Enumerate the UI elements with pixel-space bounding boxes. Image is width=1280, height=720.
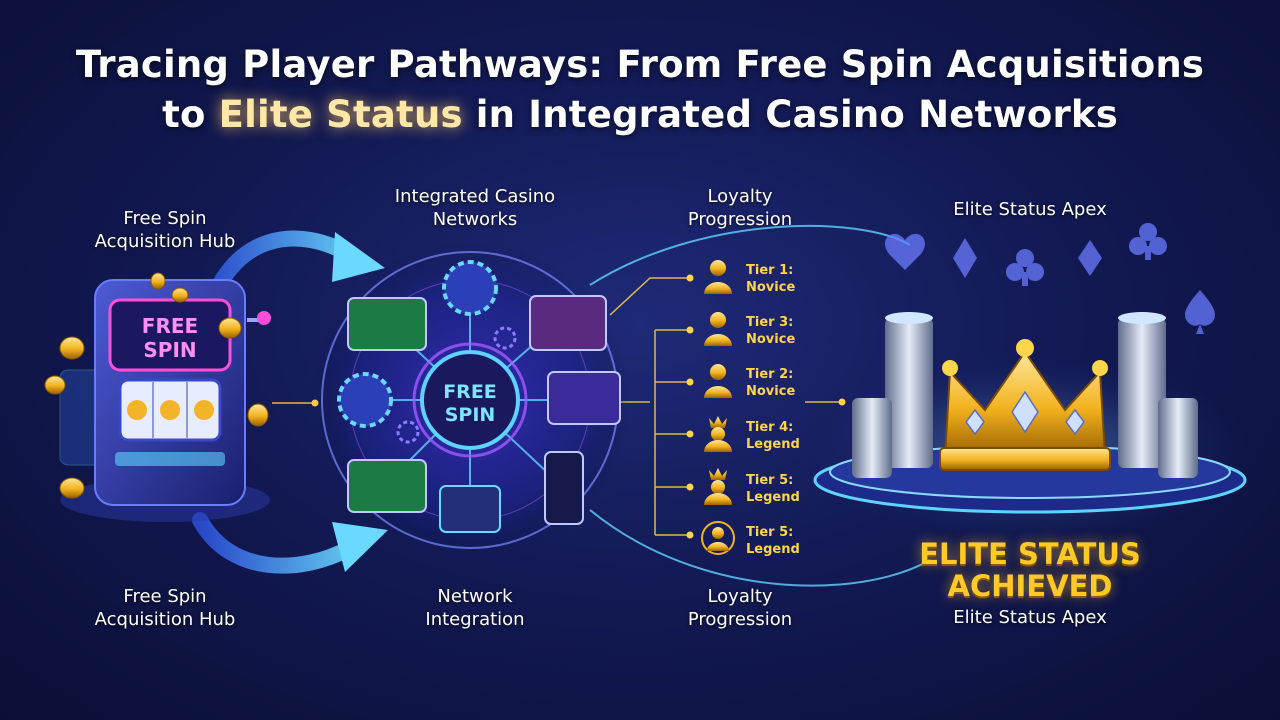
gold-coins	[44, 272, 269, 499]
poker-table-tile	[347, 297, 427, 351]
elite-podium	[810, 223, 1250, 545]
tier-label-5: Tier 5:Legend	[746, 473, 800, 505]
tier-label-1: Tier 1:Novice	[746, 263, 796, 295]
mobile-app-icon	[544, 451, 584, 525]
slot-sign-line2: SPIN	[143, 338, 196, 362]
slot-row-tile	[547, 371, 621, 425]
gear-icon	[442, 260, 498, 316]
person-icon	[704, 364, 732, 398]
dashboard-tile	[439, 485, 501, 533]
club-suit-icon	[1129, 223, 1167, 260]
elite-status-badge: ELITE STATUS ACHIEVED	[919, 537, 1141, 603]
title-highlight: Elite Status	[218, 93, 463, 136]
chip-stack	[885, 318, 933, 468]
crowned-person-icon	[701, 521, 735, 555]
tier-icons	[701, 260, 735, 555]
tier-label-6: Tier 5:Legend	[746, 525, 800, 557]
hub-bottom-label: Free Spin Acquisition Hub	[94, 586, 236, 630]
diamond-suit-icon	[1078, 240, 1102, 276]
crown-icon	[939, 339, 1111, 471]
diamond-suit-icon	[953, 238, 977, 278]
title-line-2-prefix: to	[162, 93, 219, 136]
network-hub: FREE SPIN	[310, 240, 630, 560]
hub-center-line2: SPIN	[445, 404, 496, 426]
tier-label-4: Tier 4:Legend	[746, 420, 800, 452]
heart-suit-icon	[885, 233, 925, 270]
chip-stack	[1118, 318, 1166, 468]
chip-stack	[1158, 398, 1198, 478]
elite-bottom-label: Elite Status Apex	[953, 607, 1107, 628]
loyalty-top-label: Loyalty Progression	[687, 186, 793, 230]
title-line-2: to Elite Status in Integrated Casino Net…	[0, 90, 1280, 140]
loyalty-bottom-label: Loyalty Progression	[687, 586, 793, 630]
page-title: Tracing Player Pathways: From Free Spin …	[0, 40, 1280, 140]
slot-machine: FREE SPIN	[59, 279, 271, 522]
crowned-person-icon	[704, 468, 732, 505]
slot-room-tile	[529, 295, 607, 351]
tier-label-3: Tier 2:Novice	[746, 367, 796, 399]
title-line-2-suffix: in Integrated Casino Networks	[462, 93, 1118, 136]
title-line-1: Tracing Player Pathways: From Free Spin …	[75, 43, 1205, 86]
person-icon	[704, 312, 732, 346]
crowned-person-icon	[704, 416, 732, 452]
person-icon	[704, 260, 732, 294]
club-suit-icon	[1006, 249, 1044, 286]
hub-center-line1: FREE	[443, 381, 497, 403]
spade-suit-icon	[1185, 290, 1215, 334]
tier-label-2: Tier 3:Novice	[746, 315, 796, 347]
tier-bracket	[609, 277, 690, 536]
network-bottom-label: Network Integration	[425, 586, 525, 630]
blackjack-tile	[347, 459, 427, 513]
network-top-label: Integrated Casino Networks	[394, 186, 556, 230]
elite-top-label: Elite Status Apex	[953, 199, 1107, 220]
hub-top-label: Free Spin Acquisition Hub	[94, 208, 236, 252]
slot-sign-line1: FREE	[142, 314, 198, 338]
flow-arrow-bottom	[192, 512, 388, 574]
chip-stack	[852, 398, 892, 478]
gear-icon	[337, 372, 393, 428]
